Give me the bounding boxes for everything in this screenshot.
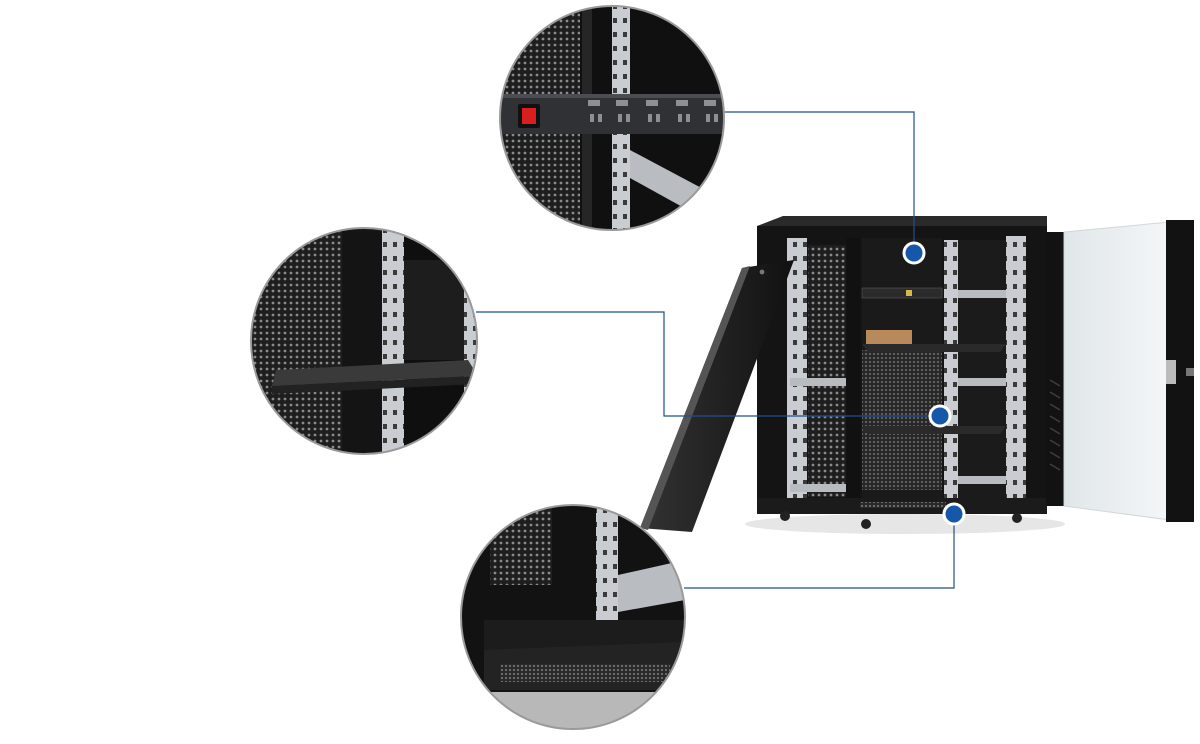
- door-vent-slits: [1049, 379, 1061, 471]
- zoom-lens-shelf: [250, 227, 478, 455]
- left-mounting-rail: [787, 238, 807, 500]
- lens-mounting-rail: [382, 228, 404, 454]
- lens-base-vent: [500, 664, 670, 682]
- door-handle-lock: [1166, 360, 1176, 384]
- side-panel-screw: [759, 269, 765, 275]
- door-latch: [1186, 368, 1194, 376]
- callout-line-top: [724, 111, 915, 250]
- caster-front-right: [1012, 513, 1022, 523]
- glass-front-door: [1063, 221, 1171, 521]
- rear-perforated-panel: [808, 245, 846, 497]
- server-cabinet: [640, 216, 1194, 534]
- left-post: [846, 238, 860, 500]
- lens-cross-bar: [618, 560, 685, 612]
- floor-shadow: [745, 514, 1065, 534]
- caster-front-mid: [861, 519, 871, 529]
- interior-perforated-panel: [862, 350, 942, 490]
- lower-shelf: [862, 426, 1006, 434]
- lens-border: [250, 227, 478, 455]
- door-hinge-post: [1046, 232, 1064, 506]
- rear-right-rail: [1006, 236, 1026, 502]
- side-cross-bar-mid: [958, 378, 1006, 386]
- side-panel-edge: [640, 266, 750, 530]
- hotspot-power-strip[interactable]: [902, 241, 926, 265]
- right-side-interior: [958, 240, 1006, 500]
- lens-border: [499, 5, 725, 231]
- callout-line-bottom: [684, 514, 955, 589]
- hotspot-base[interactable]: [942, 502, 966, 526]
- circle-dot-icon[interactable]: [942, 502, 966, 526]
- callout-lines: [476, 111, 955, 589]
- circle-dot-icon[interactable]: [928, 404, 952, 428]
- power-strip: [861, 287, 943, 299]
- removable-side-panel: [640, 260, 794, 532]
- base-vent: [860, 502, 946, 508]
- hotspot-shelf[interactable]: [928, 404, 952, 428]
- lens-border: [460, 504, 686, 730]
- lens-shelf-tray: [272, 360, 477, 386]
- upper-shelf: [862, 344, 1006, 352]
- callout-line-middle: [476, 311, 940, 417]
- side-cross-bar-top: [958, 290, 1006, 298]
- front-right-rail: [944, 240, 958, 502]
- left-lower-bar: [790, 484, 846, 492]
- zoom-lens-power-strip: [499, 5, 725, 231]
- cabinet-top: [757, 216, 1047, 226]
- power-strip-switch: [906, 290, 912, 296]
- left-cross-bar: [790, 378, 846, 386]
- lens-mounting-rail: [596, 505, 618, 645]
- lens-red-switch: [522, 108, 536, 124]
- circle-dot-icon[interactable]: [902, 241, 926, 265]
- equipment-box: [866, 330, 912, 344]
- lens-socket-row: [588, 100, 718, 122]
- caster-front-left: [780, 511, 790, 521]
- zoom-lens-base: [460, 504, 686, 730]
- side-cross-bar-bottom: [958, 476, 1006, 484]
